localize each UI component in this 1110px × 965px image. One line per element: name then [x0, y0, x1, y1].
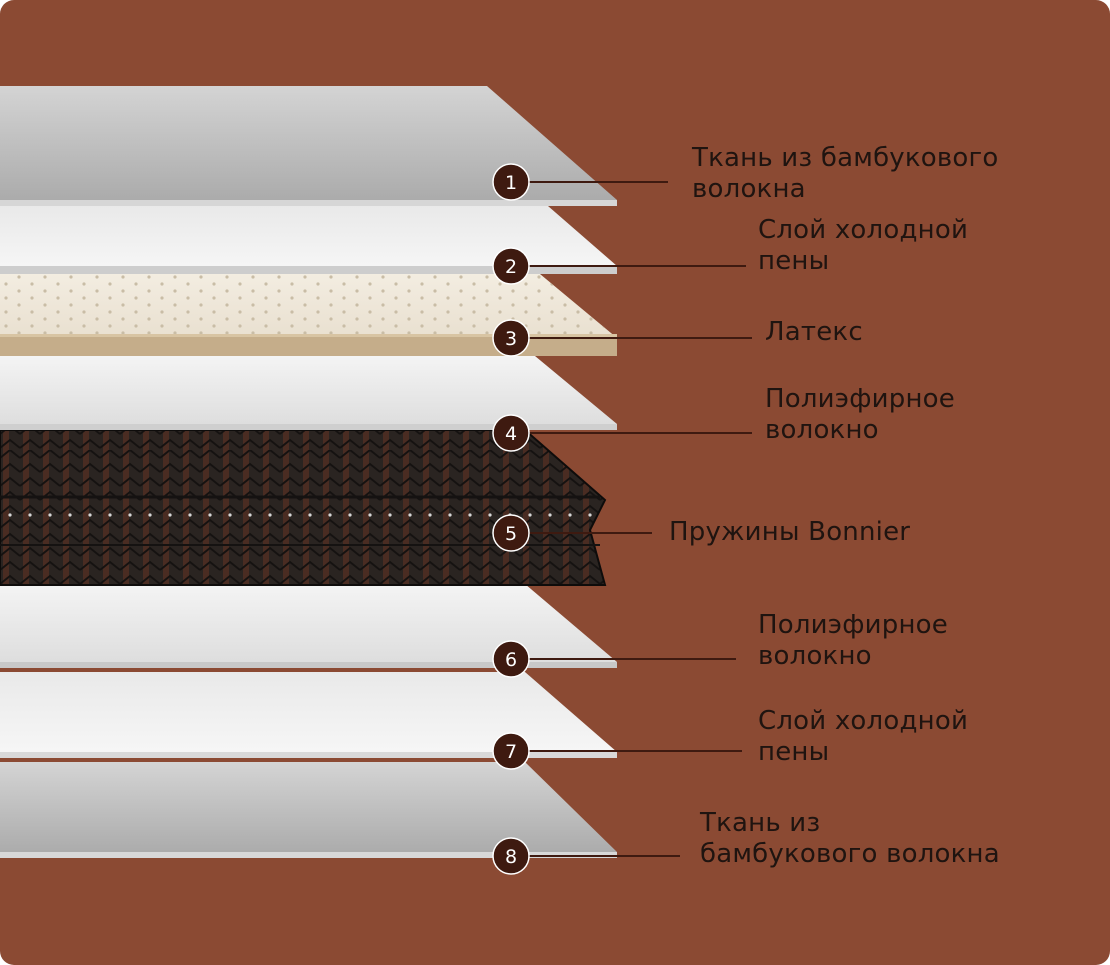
- badge-6: 6: [492, 640, 530, 678]
- layer-3-latex: [0, 274, 617, 356]
- layer-1-label-line-2: волокна: [692, 174, 806, 204]
- layer-2-label: Слой холодной пены: [758, 215, 968, 277]
- layer-3-label: Латекс: [765, 317, 863, 348]
- layer-6-label-line-1: Полиэфирное: [758, 610, 948, 640]
- layer-4-label: Полиэфирное волокно: [765, 384, 955, 446]
- layer-1-label: Ткань из бамбукового волокна: [692, 143, 999, 205]
- layer-5-label-line-1: Пружины Bonnier: [669, 517, 911, 547]
- layer-7-shape: [0, 672, 617, 758]
- badge-4: 4: [492, 414, 530, 452]
- svg-text:3: 3: [505, 328, 517, 350]
- layer-8-label-line-1: Ткань из: [700, 808, 821, 838]
- layer-2-shape: [0, 206, 617, 274]
- layer-8-label: Ткань из бамбукового волокна: [700, 808, 1000, 870]
- layer-1-label-line-1: Ткань из бамбукового: [692, 143, 999, 173]
- layer-6-label: Полиэфирное волокно: [758, 610, 948, 672]
- layer-6-label-line-2: волокно: [758, 641, 872, 671]
- svg-text:8: 8: [505, 846, 517, 868]
- layer-1-shape: [0, 86, 617, 206]
- layer-4-label-line-1: Полиэфирное: [765, 384, 955, 414]
- badge-7: 7: [492, 732, 530, 770]
- badge-5: 5: [492, 514, 530, 552]
- badge-1: 1: [492, 163, 530, 201]
- layer-8-shape: [0, 762, 617, 858]
- svg-text:4: 4: [505, 423, 517, 445]
- badge-2: 2: [492, 247, 530, 285]
- layer-7-label: Слой холодной пены: [758, 706, 968, 768]
- svg-text:5: 5: [505, 523, 517, 545]
- layer-7-label-line-1: Слой холодной: [758, 706, 969, 736]
- layer-7-label-line-2: пены: [758, 737, 830, 767]
- svg-text:2: 2: [505, 256, 517, 278]
- layer-4-shape: [0, 356, 617, 430]
- layer-5-label: Пружины Bonnier: [669, 517, 910, 548]
- layer-4-label-line-2: волокно: [765, 415, 879, 445]
- layer-6-shape: [0, 584, 617, 668]
- layer-3-label-line-1: Латекс: [765, 317, 863, 347]
- layer-2-label-line-2: пены: [758, 246, 830, 276]
- badge-8: 8: [492, 837, 530, 875]
- layer-2-label-line-1: Слой холодной: [758, 215, 969, 245]
- layer-5-springs: [0, 429, 607, 586]
- badge-3: 3: [492, 319, 530, 357]
- svg-text:7: 7: [505, 741, 517, 763]
- svg-text:6: 6: [505, 649, 517, 671]
- layer-8-label-line-2: бамбукового волокна: [700, 839, 1000, 869]
- svg-text:1: 1: [505, 172, 517, 194]
